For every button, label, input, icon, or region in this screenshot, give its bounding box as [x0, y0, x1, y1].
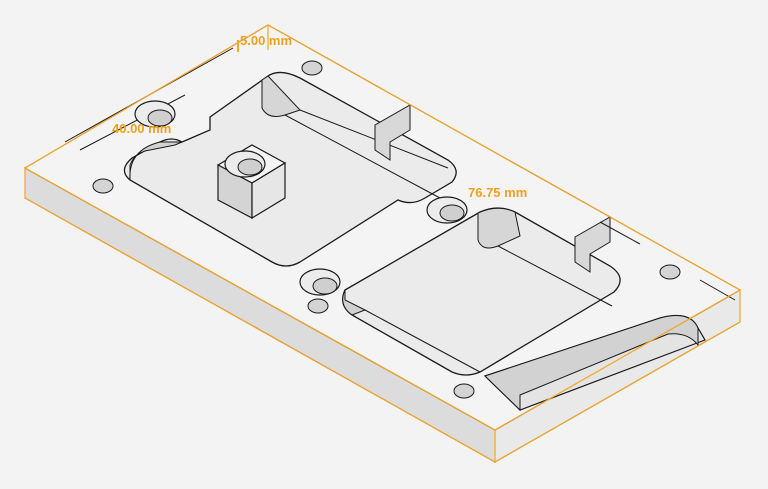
counterbore-hole-3 [426, 196, 468, 224]
counterbore-hole-4 [299, 268, 341, 296]
plate-body [23, 24, 742, 463]
bounding-box [24, 24, 741, 463]
thickness-dimension-label: 5.00 mm [240, 33, 292, 48]
upper-pocket-inner-edge [284, 109, 449, 199]
counterbore-hole-2 [224, 150, 266, 178]
through-hole-3 [307, 298, 329, 314]
length-dimension-label: 76.75 mm [468, 185, 527, 200]
lower-pocket-wall [477, 207, 521, 249]
lower-pocket-inner-edge [364, 245, 613, 373]
upper-pocket-wall [261, 75, 301, 117]
holes [92, 60, 681, 399]
through-hole-5 [453, 383, 475, 399]
through-hole-4 [659, 264, 681, 280]
width-dimension-label: 40.00 mm [112, 121, 171, 136]
through-hole-2 [92, 178, 114, 194]
upper-pocket-wall-2 [129, 141, 183, 181]
front-slot-wall [484, 315, 699, 412]
boss-side [251, 161, 286, 220]
through-hole-1 [301, 60, 323, 76]
counterbore-hole-1 [134, 100, 176, 128]
lower-pocket-wall-left [342, 289, 367, 316]
